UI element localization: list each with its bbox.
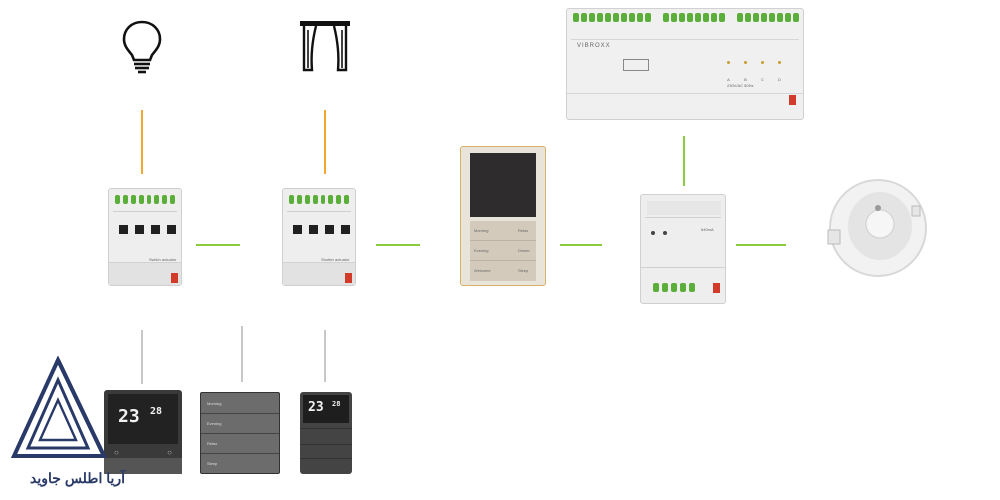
bus-connector xyxy=(171,273,178,283)
bus-connector xyxy=(713,283,720,293)
actuator-label: Shutter actuator xyxy=(321,257,350,262)
motion-sensor xyxy=(827,179,927,277)
curtain-icon xyxy=(300,21,350,72)
thermostat-left: 23 28 ○○ xyxy=(104,390,182,474)
temperature-reading: 23 xyxy=(308,400,324,415)
panel-buttons: Morning Relax Evening Dinner Welcome Sle… xyxy=(470,221,536,281)
terminal-block xyxy=(289,195,349,207)
keypad-label[interactable]: Relax xyxy=(207,441,218,446)
supply-label: 640mA xyxy=(701,227,714,232)
channel-label: B xyxy=(744,77,747,82)
temperature-reading: 23 xyxy=(118,406,140,427)
channel-label: D xyxy=(778,77,781,82)
terminal-block xyxy=(573,13,799,25)
bus-wire-3 xyxy=(560,244,602,246)
thermostat-right: 23 28 xyxy=(300,392,352,474)
aux-wire-2 xyxy=(241,326,243,382)
company-name: آریا اطلس جاوید xyxy=(30,470,126,486)
power-supply-module: 640mA xyxy=(640,194,726,304)
dimmer-actuator: VIBROXX A B C D 230V/AC 50Hz xyxy=(566,8,804,120)
channel-leds: A B C D xyxy=(727,61,781,86)
bus-connector xyxy=(789,95,796,105)
scene-button-label[interactable]: Welcome xyxy=(474,268,491,273)
channel-buttons xyxy=(119,225,176,234)
bus-wire-1 xyxy=(196,244,240,246)
terminal-block xyxy=(653,283,695,292)
scene-button-label[interactable]: Relax xyxy=(518,228,529,233)
bus-wire-4 xyxy=(736,244,786,246)
brand-label: VIBROXX xyxy=(577,43,611,49)
aux-wire-1 xyxy=(141,330,143,384)
bus-wire-vertical xyxy=(683,136,685,186)
lightbulb-icon xyxy=(122,20,162,74)
load-wire-light xyxy=(141,110,143,174)
channel-label: C xyxy=(761,77,764,82)
function-icons xyxy=(623,59,649,71)
keypad-label[interactable]: Morning xyxy=(207,401,222,406)
panel-display xyxy=(470,153,536,217)
bus-wire-2 xyxy=(376,244,420,246)
push-button-panel: Morning Relax Evening Dinner Welcome Sle… xyxy=(460,146,546,286)
company-logo xyxy=(10,356,108,458)
bus-connector xyxy=(345,273,352,283)
voltage-label: 230V/AC 50Hz xyxy=(727,83,754,88)
aux-wire-3 xyxy=(324,330,326,382)
setpoint-reading: 28 xyxy=(150,406,163,417)
scene-button-label[interactable]: Morning xyxy=(474,228,489,233)
load-wire-curtain xyxy=(324,110,326,174)
switch-actuator: Switch actuator xyxy=(108,188,182,286)
keypad: Morning Evening Relax Sleep xyxy=(200,392,280,474)
terminal-block xyxy=(115,195,175,207)
blind-actuator: Shutter actuator xyxy=(282,188,356,286)
thermostat-buttons[interactable]: ○○ xyxy=(114,448,172,457)
scene-button-label[interactable]: Evening xyxy=(474,248,489,253)
scene-button-label[interactable]: Dinner xyxy=(518,248,530,253)
keypad-label[interactable]: Evening xyxy=(207,421,222,426)
status-leds xyxy=(651,231,667,235)
keypad-label[interactable]: Sleep xyxy=(207,461,218,466)
setpoint-reading: 28 xyxy=(332,400,341,408)
channel-label: A xyxy=(727,77,730,82)
channel-buttons xyxy=(293,225,350,234)
scene-button-label[interactable]: Sleep xyxy=(518,268,529,273)
actuator-label: Switch actuator xyxy=(149,257,177,262)
